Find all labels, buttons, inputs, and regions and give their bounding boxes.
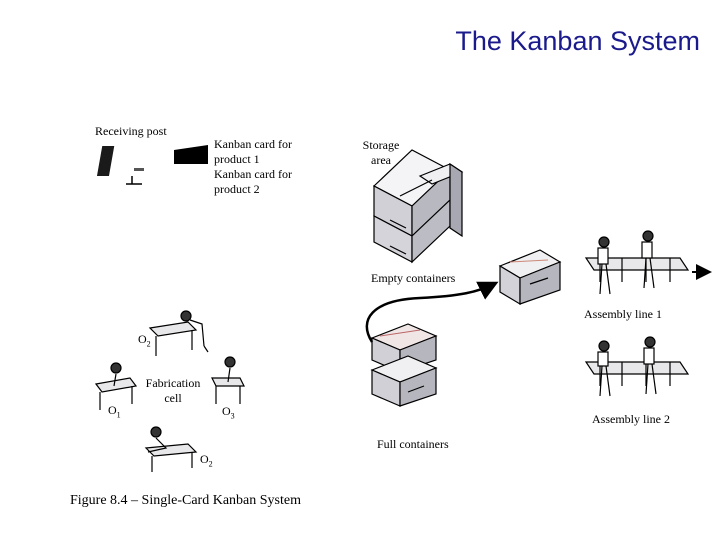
full-container-stack xyxy=(370,323,438,407)
o1-letter: O xyxy=(108,403,117,417)
kanban-card-2-line2: product 2 xyxy=(214,182,260,196)
empty-container xyxy=(498,249,562,306)
o3-letter: O xyxy=(222,404,231,418)
storage-line1: Storage xyxy=(362,138,400,152)
assembly-line-1-icon xyxy=(584,230,712,295)
o3-label: O3 xyxy=(222,404,235,423)
empty-containers-label: Empty containers xyxy=(371,271,456,285)
operator-o1-icon xyxy=(94,362,138,410)
slide-title: The Kanban System xyxy=(455,26,700,56)
o1-subscript: 1 xyxy=(116,410,121,420)
o2-bottom-subscript: 2 xyxy=(208,459,213,469)
operator-o2-top-icon xyxy=(148,310,209,356)
receiving-post-icon xyxy=(96,146,144,185)
kanban-card-1-line2: product 1 xyxy=(214,152,260,166)
assembly-line-2-label: Assembly line 2 xyxy=(592,412,670,426)
o2-top-letter: O xyxy=(138,332,147,346)
o2-top-label: O2 xyxy=(138,332,151,351)
kanban-card-2-line1: Kanban card for xyxy=(214,167,292,181)
o2-top-subscript: 2 xyxy=(146,339,151,349)
kanban-card-icon xyxy=(174,145,208,164)
storage-area-label: Storage area xyxy=(360,138,402,168)
receiving-post-label: Receiving post xyxy=(95,124,167,138)
fabrication-cell-label: Fabrication cell xyxy=(140,376,206,406)
flow-arrow xyxy=(365,281,499,343)
operator-o3-icon xyxy=(211,356,245,404)
storage-line2: area xyxy=(371,153,391,167)
kanban-card-1-label: Kanban card for product 1 Kanban card fo… xyxy=(214,137,292,197)
fabrication-line2: cell xyxy=(164,391,182,405)
fabrication-line1: Fabrication xyxy=(145,376,201,390)
figure-caption: Figure 8.4 – Single-Card Kanban System xyxy=(70,493,301,508)
o2-bottom-letter: O xyxy=(200,452,209,466)
assembly-line-2-icon xyxy=(584,336,690,397)
storage-container-stack xyxy=(372,149,464,264)
full-containers-label: Full containers xyxy=(377,437,449,451)
o3-subscript: 3 xyxy=(230,411,235,421)
o2-bottom-label: O2 xyxy=(200,452,213,471)
kanban-card-1-line1: Kanban card for xyxy=(214,137,292,151)
assembly-line-1-label: Assembly line 1 xyxy=(584,307,662,321)
operator-o2-bottom-icon xyxy=(144,426,198,472)
o1-label: O1 xyxy=(108,403,121,422)
